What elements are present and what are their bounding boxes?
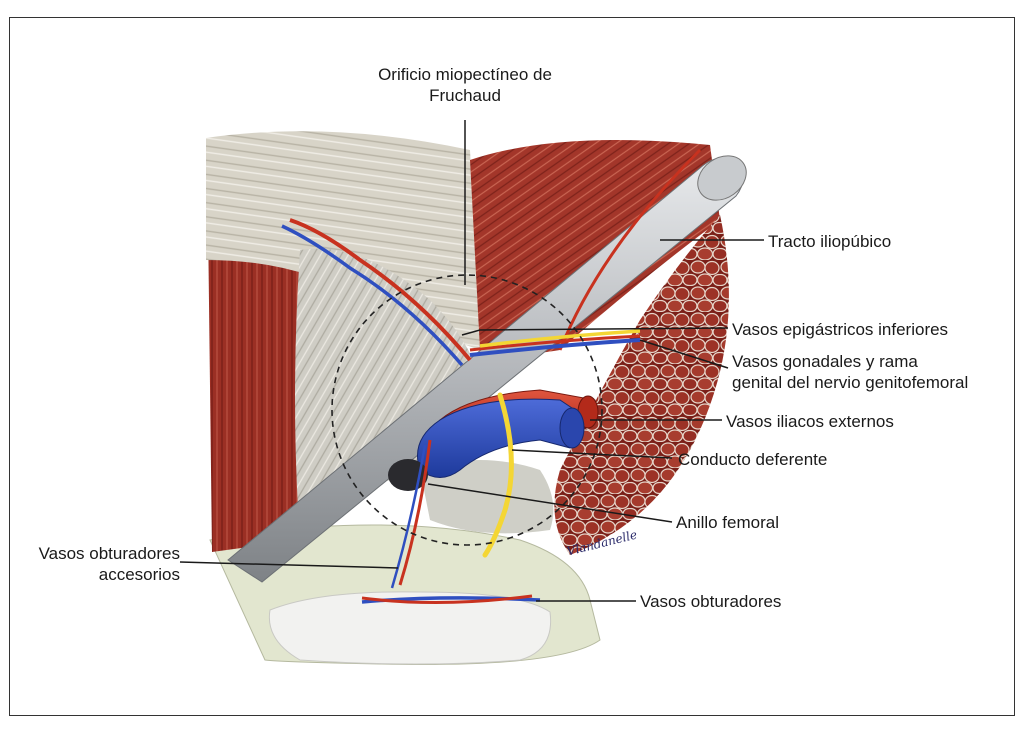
leader-deferente: [511, 449, 673, 459]
leader-obt-acc: [179, 561, 399, 569]
accessory-obturator-vein: [390, 444, 427, 589]
label-anillo: Anillo femoral: [676, 513, 779, 532]
accessory-obturator-artery: [398, 439, 432, 586]
genitofemoral-nerve: [479, 329, 641, 348]
leader-epigastricos: [461, 327, 729, 336]
label-obturadores: Vasos obturadores: [640, 592, 782, 611]
leader-lines: [179, 120, 764, 602]
label-tracto: Tracto iliopúbico: [768, 232, 892, 251]
label-orificio-line1: Orificio miopectíneo de: [378, 65, 552, 84]
label-gonadales-line2: genital del nervio genitofemoral: [732, 373, 969, 392]
label-gonadales-line1: Vasos gonadales y rama: [732, 352, 918, 371]
obturator-artery: [361, 594, 533, 605]
label-deferente: Conducto deferente: [678, 450, 828, 469]
iliopubic-end: [697, 155, 747, 201]
bone-highlight: [268, 591, 552, 665]
epigastric-vein: [281, 224, 464, 367]
label-obt-acc-line1: Vasos obturadores: [38, 544, 180, 563]
label-orificio: Orificio miopectíneo de Fruchaud: [348, 64, 582, 106]
leader-anillo: [427, 483, 673, 523]
iliac-vein-cut: [559, 407, 585, 449]
gonadal-artery: [469, 334, 641, 352]
epigastric-branch: [558, 148, 702, 351]
myopectineal-orifice-outline: [331, 274, 603, 546]
label-epigastricos: Vasos epigástricos inferiores: [732, 320, 949, 339]
adipose-tissue: [554, 215, 729, 555]
gonadal-vein: [469, 338, 641, 357]
leader-gonadales: [639, 339, 729, 369]
epigastric-artery: [289, 218, 472, 362]
vas-deferens: [482, 392, 514, 558]
label-orificio-line2: Fruchaud: [429, 86, 501, 105]
label-obt-acc-line2: accesorios: [98, 565, 180, 584]
rectus-muscle: [208, 212, 305, 552]
label-iliacos: Vasos iliacos externos: [726, 412, 894, 431]
label-obturadores-accesorios: Vasos obturadores accesorios: [14, 543, 180, 585]
label-gonadales: Vasos gonadales y rama genital del nervi…: [732, 351, 968, 393]
lacunar-fascia: [420, 460, 554, 534]
